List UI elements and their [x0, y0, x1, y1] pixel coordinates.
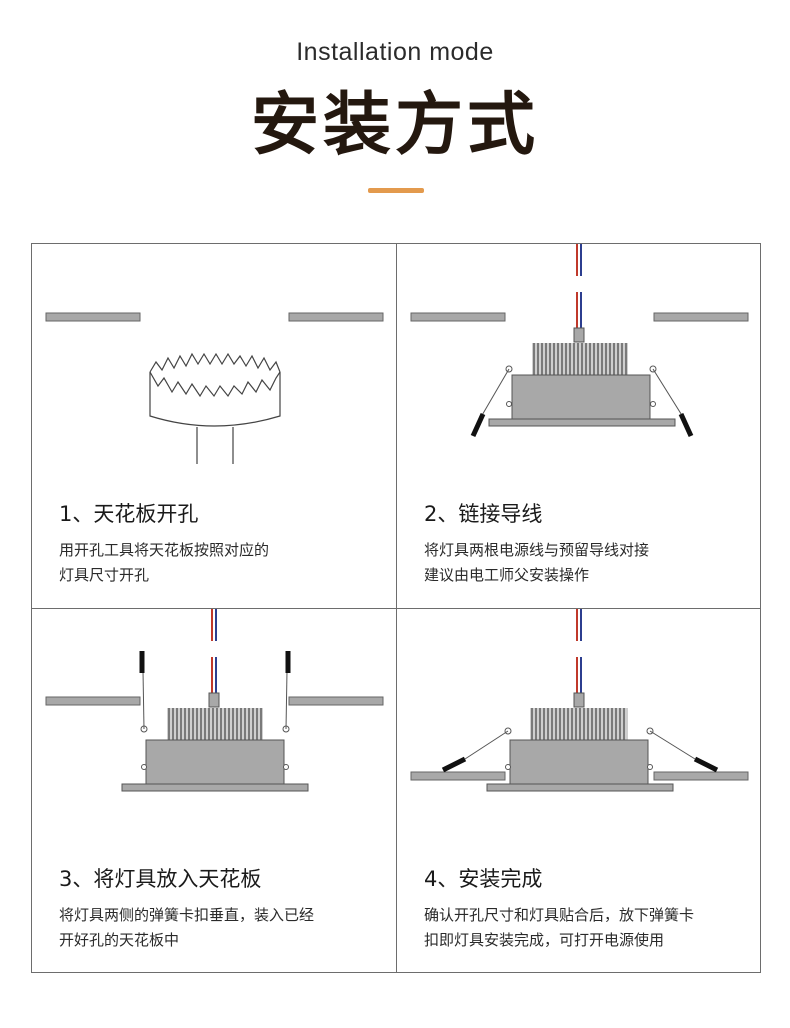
step-2-desc-line: 建议由电工师父安装操作 — [424, 566, 590, 584]
step-4-card: 4、安装完成 确认开孔尺寸和灯具贴合后，放下弹簧卡 扣即灯具安装完成，可打开电源… — [397, 609, 761, 973]
step-4-title: 4、安装完成 — [424, 867, 543, 891]
step-1-description: 用开孔工具将天花板按照对应的 灯具尺寸开孔 — [59, 538, 379, 588]
page-subtitle: Installation mode — [296, 38, 494, 66]
title-accent-bar — [368, 188, 424, 193]
step-3-illustration — [45, 609, 384, 792]
step-3-title: 3、将灯具放入天花板 — [59, 867, 262, 891]
step-4-desc-line: 确认开孔尺寸和灯具贴合后，放下弹簧卡 — [424, 906, 695, 924]
step-4-description: 确认开孔尺寸和灯具贴合后，放下弹簧卡 扣即灯具安装完成，可打开电源使用 — [424, 903, 744, 953]
wire-icon — [576, 244, 582, 328]
step-4-desc-line: 扣即灯具安装完成，可打开电源使用 — [424, 931, 665, 949]
step-2-title: 2、链接导线 — [424, 502, 543, 526]
step-2-illustration — [410, 244, 749, 438]
step-2-desc-line: 将灯具两根电源线与预留导线对接 — [424, 541, 650, 559]
step-1-desc-line: 灯具尺寸开孔 — [59, 566, 150, 584]
step-3-card: 3、将灯具放入天花板 将灯具两侧的弹簧卡扣垂直，装入已经 开好孔的天花板中 — [32, 609, 396, 973]
step-4-illustration — [410, 609, 749, 792]
step-1-desc-line: 用开孔工具将天花板按照对应的 — [59, 541, 270, 559]
wire-icon — [211, 609, 217, 693]
steps-grid: 1、天花板开孔 用开孔工具将天花板按照对应的 灯具尺寸开孔 — [31, 243, 761, 973]
step-1-illustration — [45, 312, 384, 464]
step-1-card: 1、天花板开孔 用开孔工具将天花板按照对应的 灯具尺寸开孔 — [32, 244, 396, 608]
wire-icon — [576, 609, 582, 693]
step-3-desc-line: 开好孔的天花板中 — [59, 931, 180, 949]
step-2-card: 2、链接导线 将灯具两根电源线与预留导线对接 建议由电工师父安装操作 — [397, 244, 761, 608]
grid-divider-horizontal — [32, 608, 760, 609]
step-3-description: 将灯具两侧的弹簧卡扣垂直，装入已经 开好孔的天花板中 — [59, 903, 379, 953]
step-2-description: 将灯具两根电源线与预留导线对接 建议由电工师父安装操作 — [424, 538, 744, 588]
step-3-desc-line: 将灯具两侧的弹簧卡扣垂直，装入已经 — [59, 906, 315, 924]
page-title: 安装方式 — [250, 86, 539, 165]
step-1-title: 1、天花板开孔 — [59, 502, 199, 526]
